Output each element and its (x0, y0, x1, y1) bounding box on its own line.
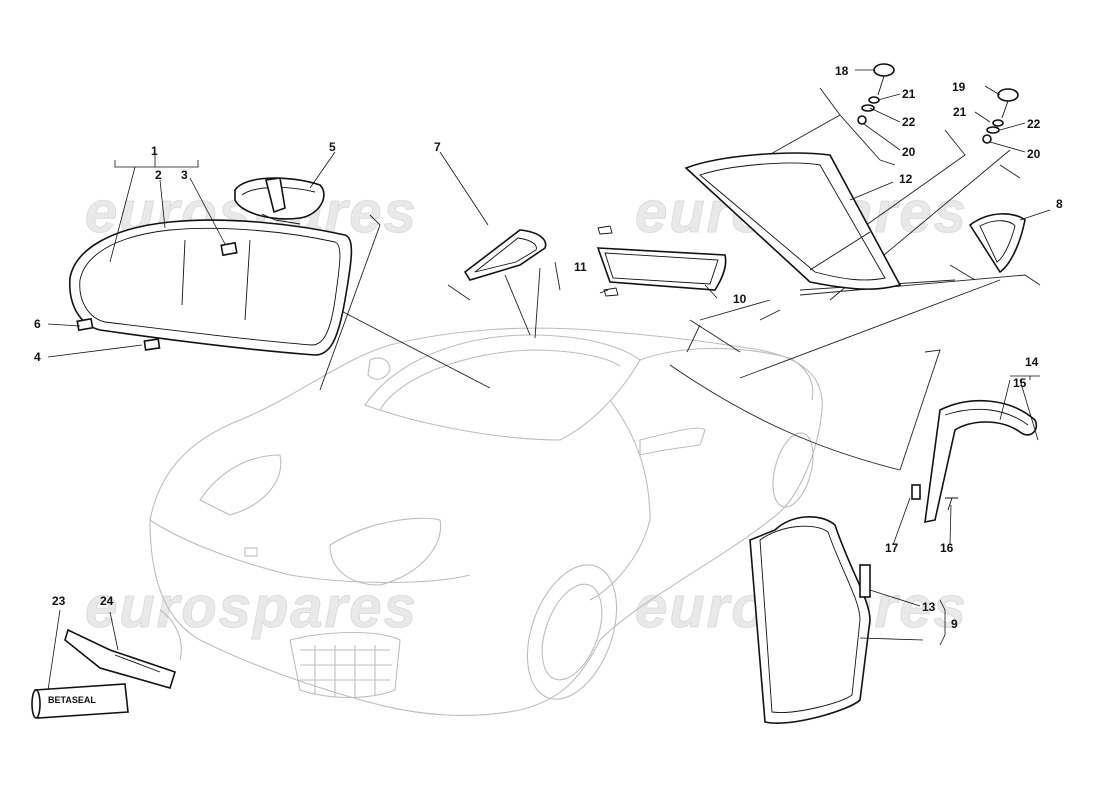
applicator-nozzle (64, 628, 176, 689)
quarter-glass (463, 229, 547, 281)
small-clips (76, 317, 161, 351)
callout-12: 12 (899, 172, 913, 186)
callout-16: 16 (940, 541, 954, 555)
callout-21-left: 21 (902, 87, 916, 101)
explosion-lines (319, 87, 1041, 471)
callout-8: 8 (1056, 197, 1063, 211)
callout-3: 3 (181, 168, 188, 182)
callout-1: 1 (151, 144, 158, 158)
callout-10: 10 (733, 292, 747, 306)
callout-13: 13 (922, 600, 936, 614)
door-frame-seal (911, 399, 1038, 524)
rear-window (684, 152, 902, 290)
callout-11: 11 (574, 260, 587, 274)
door-seal (749, 515, 871, 724)
callout-5: 5 (329, 140, 336, 154)
callout-7: 7 (434, 140, 441, 154)
callout-20-left: 20 (902, 145, 916, 159)
callout-22-right: 22 (1027, 117, 1041, 131)
callout-24: 24 (100, 594, 114, 608)
callout-19: 19 (952, 80, 966, 94)
watermark-bottom-left: eurospares (85, 575, 418, 640)
callout-9: 9 (951, 617, 958, 631)
callout-2: 2 (155, 168, 162, 182)
windscreen-assembly (69, 219, 353, 356)
leader-lines (47, 69, 1051, 691)
callout-17: 17 (885, 541, 899, 555)
tube-label: BETASEAL (48, 695, 96, 705)
callout-15: 15 (1013, 376, 1027, 390)
callout-18: 18 (835, 64, 849, 78)
side-glass (596, 225, 727, 297)
pins-and-washers (857, 63, 1019, 144)
rear-quarter-glass (968, 213, 1026, 274)
callout-22-left: 22 (902, 115, 916, 129)
callout-20-right: 20 (1027, 147, 1041, 161)
callout-4: 4 (34, 350, 41, 364)
rear-view-mirror (234, 177, 325, 225)
callout-labels: 1 2 3 4 5 6 7 8 9 10 11 12 13 14 15 16 1… (34, 64, 1063, 631)
betaseal-cartridge: BETASEAL (31, 683, 129, 719)
callout-21-right: 21 (953, 105, 967, 119)
callout-14: 14 (1025, 355, 1039, 369)
callout-23: 23 (52, 594, 66, 608)
car-outline (149, 327, 823, 716)
callout-6: 6 (34, 317, 41, 331)
